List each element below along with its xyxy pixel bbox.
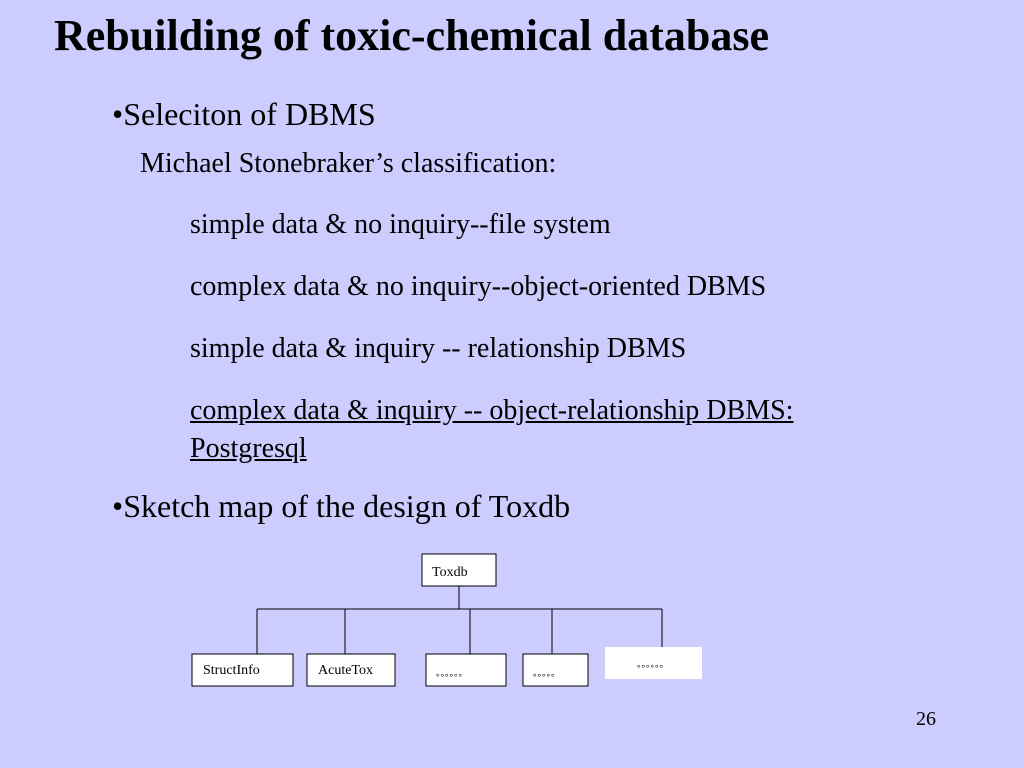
classification-item-4-cont: Postgresql: [190, 432, 307, 466]
classification-item-1: simple data & no inquiry--file system: [190, 209, 611, 240]
child-node-4-box: [522, 653, 589, 687]
bullet-sketch-map: •Sketch map of the design of Toxdb: [112, 488, 571, 524]
classification-item-4-line1: complex data & inquiry -- object-relatio…: [190, 395, 794, 426]
child-node-3-label: 。。。。。。: [436, 669, 468, 679]
child-node-1-label: StructInfo: [203, 663, 260, 678]
child-node-5-label: 。。。。。。: [637, 660, 669, 670]
classification-item-3: simple data & inquiry -- relationship DB…: [190, 333, 687, 364]
page-number: 26: [916, 708, 936, 730]
slide-title: Rebuilding of toxic-chemical database: [54, 11, 769, 60]
child-node-2-box: [306, 653, 396, 687]
bullet-selection-of-dbms: •Seleciton of DBMS: [112, 96, 376, 132]
classification-item-4: complex data & inquiry -- object-relatio…: [190, 394, 793, 428]
classification-item-2: complex data & no inquiry--object-orient…: [190, 271, 767, 302]
child-node-2-label: AcuteTox: [318, 663, 373, 678]
child-node-1-box: [191, 653, 294, 687]
classification-heading: Michael Stonebraker’s classification:: [140, 148, 557, 179]
classification-item-4-line2: Postgresql: [190, 433, 307, 464]
child-node-4-label: 。。。。。: [533, 669, 560, 679]
root-node-label: Toxdb: [432, 565, 468, 580]
child-node-5-box: [605, 647, 702, 679]
root-node-box: [421, 553, 497, 587]
child-node-3-box: [425, 653, 507, 687]
